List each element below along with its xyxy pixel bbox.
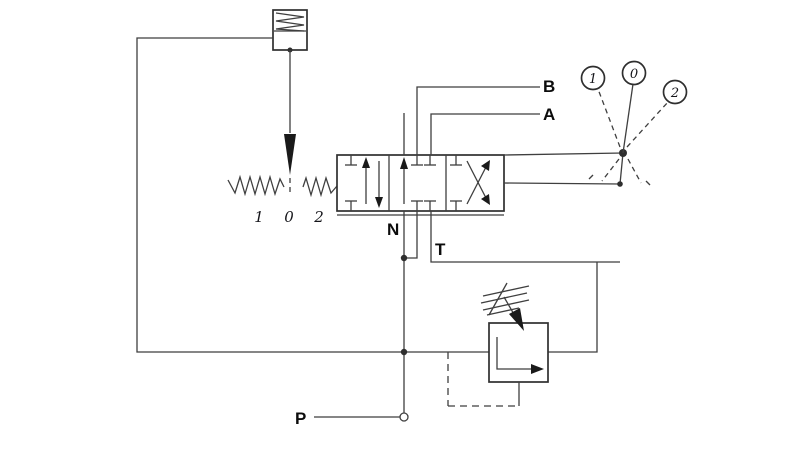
lever-handle-line <box>622 83 634 154</box>
valve-body <box>336 154 505 212</box>
lever-linkage <box>503 83 669 187</box>
lever-alt-position-dash <box>597 88 621 148</box>
spring-coil-line <box>482 299 530 311</box>
left-spring-icon <box>227 174 285 197</box>
cross-arrow-shaft <box>466 160 487 199</box>
down-arrowhead-icon <box>375 197 383 208</box>
lever-tick <box>645 180 651 186</box>
pilot-spring-icon <box>275 12 305 32</box>
port-a-line <box>430 113 540 155</box>
port-label-p: P <box>295 409 306 428</box>
valve-position-0-cell <box>400 155 436 211</box>
lever-position-circle-2 <box>662 79 688 105</box>
port-label-t: T <box>435 240 446 259</box>
lever-lower-dot <box>617 181 623 187</box>
lever-position-circle-0 <box>621 60 647 86</box>
valve-position-1-cell <box>345 155 383 211</box>
directional-valve <box>336 154 505 216</box>
spool-position-labels: 1 0 2 <box>254 208 324 226</box>
port-t-line <box>430 211 620 263</box>
centering-springs <box>227 174 338 198</box>
lever-position-circles: 1 0 2 <box>580 60 688 105</box>
spring-coil-line <box>482 285 530 297</box>
lever-position-label-0: 0 <box>630 67 638 82</box>
right-spring-icon <box>302 175 338 198</box>
cross-arrow-shaft <box>466 166 487 205</box>
relief-adjustable-spring-icon <box>480 282 530 331</box>
linkage-bottom-rod <box>503 182 621 185</box>
spring-cross-line <box>488 282 508 316</box>
lever-alt-position-dash <box>627 158 642 184</box>
t-return-branch-line <box>548 262 598 353</box>
port-b-line <box>416 86 540 155</box>
lever-position-label-2: 2 <box>670 86 679 101</box>
spool-position-label-0: 0 <box>284 208 294 226</box>
port-elbow-line <box>406 211 418 259</box>
junction-dot <box>400 348 408 356</box>
adjust-arrowhead-icon <box>509 308 524 331</box>
lever-position-label-1: 1 <box>589 72 597 87</box>
spring-coil-line <box>486 307 520 316</box>
lever-position-circle-1 <box>580 65 606 91</box>
junction-dot <box>400 254 408 262</box>
up-arrowhead-icon <box>362 157 370 168</box>
port-p-node <box>399 412 409 422</box>
down-arrow-icon <box>284 134 296 175</box>
spool-position-label-2: 2 <box>313 208 324 226</box>
pilot-spring-valve <box>272 9 308 53</box>
tank-and-pump-lines <box>400 211 620 413</box>
cross-arrowhead-icon <box>481 160 490 171</box>
valve-position-2-cell <box>450 155 490 211</box>
relief-valve-body <box>488 322 549 383</box>
linkage-top-rod <box>503 152 624 156</box>
right-arrowhead-icon <box>531 364 544 374</box>
lever-arm <box>619 152 624 185</box>
lever-tick <box>588 174 594 180</box>
pump-connection <box>314 412 409 422</box>
relief-valve <box>447 282 549 407</box>
lever-alt-position-dash <box>601 158 620 182</box>
port-label-a: A <box>543 105 555 124</box>
port-label-n: N <box>387 220 399 239</box>
up-arrowhead-icon <box>400 157 408 169</box>
work-port-lines <box>403 86 540 155</box>
relief-flow-path <box>496 337 531 370</box>
cross-arrowhead-icon <box>481 194 490 205</box>
port-label-b: B <box>543 77 555 96</box>
supply-loop-line <box>136 37 489 353</box>
spool-position-label-1: 1 <box>254 208 264 226</box>
lever-alt-position-dash <box>626 101 669 148</box>
pilot-actuation <box>284 50 296 196</box>
